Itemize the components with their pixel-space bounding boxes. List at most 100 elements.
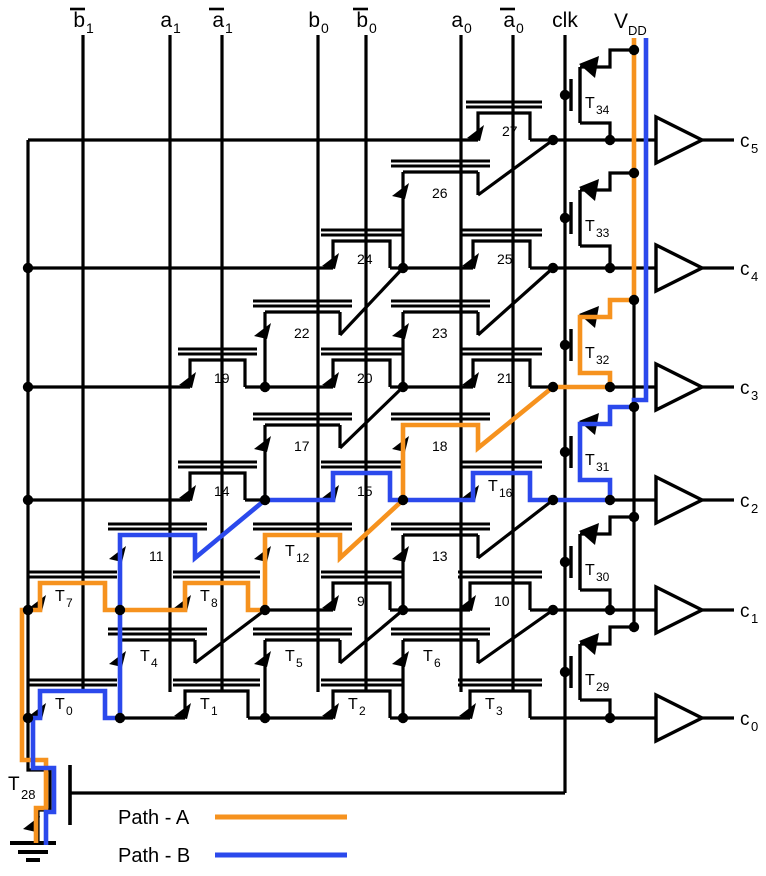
output-label-c4: c (740, 259, 750, 280)
input-label-sub: 0 (321, 20, 329, 36)
input-label-sub: 0 (369, 20, 377, 36)
transistor-label-sub: 12 (296, 551, 310, 565)
transistor-label-sub: 31 (596, 460, 610, 474)
diagonal-link (338, 266, 405, 337)
transistor-label: T (55, 696, 65, 713)
transistor-T25: 25 (461, 228, 542, 269)
transistor-label: 24 (357, 251, 373, 267)
output-label-c1: c (740, 601, 750, 622)
path-b-route (28, 38, 649, 845)
transistor-label: 9 (357, 593, 365, 609)
transistor-label: T (585, 562, 595, 579)
transistor-T13: 13 (391, 498, 554, 610)
path-a-highlight (19, 38, 637, 843)
output-label-sub: 3 (751, 388, 758, 403)
output-label-sub: 2 (751, 501, 758, 516)
transistor-label: T (140, 648, 150, 665)
transistor-label: T (8, 774, 20, 795)
transistor-label: T (485, 696, 495, 713)
buffer-triangle-icon (654, 692, 706, 744)
input-label-text: a (451, 9, 463, 32)
transistor-T19: 19 (178, 347, 257, 388)
input-label-sub: 0 (464, 20, 472, 36)
transistor-label-sub: 32 (596, 353, 610, 367)
diagonal-link (338, 385, 405, 450)
buffer-triangle-icon (654, 242, 706, 294)
transistor-label: 18 (432, 438, 448, 454)
input-label-text: b (308, 9, 320, 32)
transistor-label-sub: 2 (359, 704, 366, 718)
transistor-T21: 21 (461, 347, 542, 388)
output-label-sub: 5 (751, 141, 758, 156)
legend-label: Path - B (118, 845, 190, 867)
transistor-label: 19 (214, 370, 230, 386)
output-label-c3: c (740, 378, 750, 399)
output-label-c5: c (740, 131, 750, 152)
transistor-label-sub: 30 (596, 570, 610, 584)
legend-item-path-a: Path - A (118, 807, 347, 829)
transistor-label: T (585, 218, 595, 235)
input-label-sub: 1 (86, 20, 94, 36)
legend-label: Path - A (118, 807, 190, 829)
transistor-label: 20 (357, 370, 373, 386)
path-b-highlight (28, 38, 649, 845)
output-label-c0: c (740, 709, 750, 730)
transistor-label: T (585, 95, 595, 112)
transistor-T17: 17 (253, 385, 405, 500)
diagonal-link (477, 138, 554, 197)
vdd-label-sub: DD (628, 23, 647, 38)
transistor-label-sub: 33 (596, 226, 610, 240)
transistor-label: 23 (432, 325, 448, 341)
transistor-label: T (348, 696, 358, 713)
output-label-sub: 4 (751, 269, 758, 284)
transistor-label: 21 (497, 370, 513, 386)
vdd-label-text: V (614, 10, 628, 33)
transistor-label: 13 (432, 548, 448, 564)
transistor-label-sub: 5 (296, 656, 303, 670)
transistor-label: T (585, 452, 595, 469)
transistor-label: 27 (502, 123, 518, 139)
buffer-triangle-icon (654, 114, 706, 166)
transistor-label: T (55, 588, 65, 605)
transistor-label: 15 (357, 483, 373, 499)
transistor-label-sub: 7 (66, 596, 73, 610)
diagonal-link (476, 266, 555, 337)
input-label-text: a (503, 9, 515, 32)
transistor-label-sub: 3 (496, 704, 503, 718)
input-label-sub: 1 (225, 20, 233, 36)
input-label-text: a (160, 9, 172, 32)
transistor-T9: 9 (321, 570, 402, 611)
legend: Path - A Path - B (118, 807, 347, 867)
transistor-label-sub: 29 (596, 680, 610, 694)
transistor-T27: 27 (466, 100, 542, 141)
output-label-sub: 0 (751, 719, 758, 734)
buffer-triangle-icon (654, 474, 706, 526)
transistor-label: T (585, 672, 595, 689)
input-label-text: b (73, 9, 85, 32)
diagonal-link (477, 498, 554, 560)
transistor-label-sub: 8 (211, 596, 218, 610)
input-label-sub: 0 (516, 20, 524, 36)
transistor-label: T (285, 648, 295, 665)
transistor-T23: 23 (391, 266, 555, 387)
input-columns (81, 35, 636, 793)
output-label-c2: c (740, 491, 750, 512)
